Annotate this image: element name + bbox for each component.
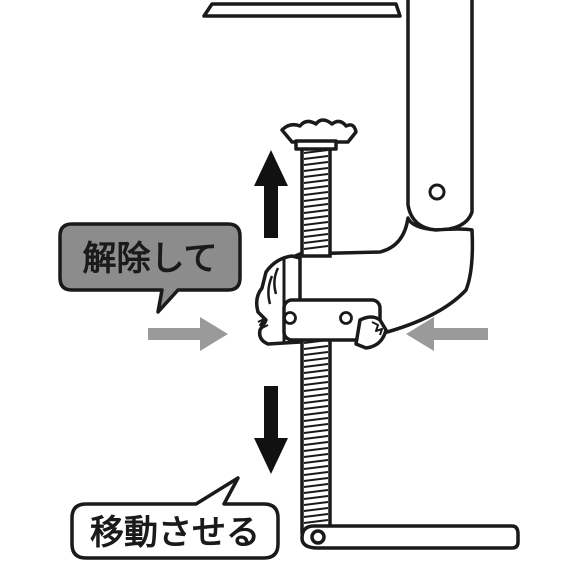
screw-thread [303,215,329,220]
screw-thread [303,179,329,184]
pin-right [339,311,353,325]
screw-thread [303,173,329,178]
screw-thread [303,357,329,362]
screw-thread [303,167,329,172]
screw-thread [303,417,329,422]
screw-thread [303,345,329,350]
screw-thread [303,393,329,398]
screw-thread [303,155,329,160]
screw-thread [303,387,329,392]
screw-thread [303,185,329,190]
screw-rod [300,144,332,534]
screw-thread [303,363,329,368]
move-callout-text: 移動させる [90,513,260,553]
release-callout-text: 解除して [83,239,218,279]
screw-thread [303,197,329,202]
screw-thread [303,399,329,404]
top-jaw [202,2,402,18]
screw-thread [303,381,329,386]
arrow-left-icon [406,317,488,351]
screw-thread [303,209,329,214]
arrow-right-icon [148,317,228,351]
screw-thread [303,191,329,196]
pin-left [283,311,297,325]
screw-thread [303,203,329,208]
swivel-pad [280,118,358,151]
screw-thread [303,471,329,476]
screw-thread [303,233,329,238]
screw-thread [303,161,329,166]
screw-thread [303,351,329,356]
screw-thread [303,495,329,500]
screw-thread [303,483,329,488]
screw-thread [303,221,329,226]
move-callout: 移動させる [70,476,280,560]
release-callout: 解除して [58,222,242,314]
screw-thread [303,245,329,250]
frame-hole [428,183,446,201]
screw-thread [303,375,329,380]
screw-thread [303,501,329,506]
screw-thread [303,507,329,512]
screw-thread [303,459,329,464]
arrow-up-icon [254,150,288,238]
screw-thread [303,465,329,470]
screw-thread [303,239,329,244]
screw-thread [303,369,329,374]
release-lever[interactable] [254,254,388,350]
screw-thread [303,429,329,434]
screw-thread [303,477,329,482]
screw-thread [303,513,329,518]
screw-thread [303,423,329,428]
screw-thread [303,447,329,452]
screw-thread [303,441,329,446]
sliding-bar [300,524,520,550]
screw-thread [303,411,329,416]
screw-thread [303,453,329,458]
screw-thread [303,489,329,494]
arrow-down-icon [254,386,288,474]
screw-thread [303,405,329,410]
screw-thread [303,435,329,440]
screw-thread [303,519,329,524]
screw-thread [303,227,329,232]
